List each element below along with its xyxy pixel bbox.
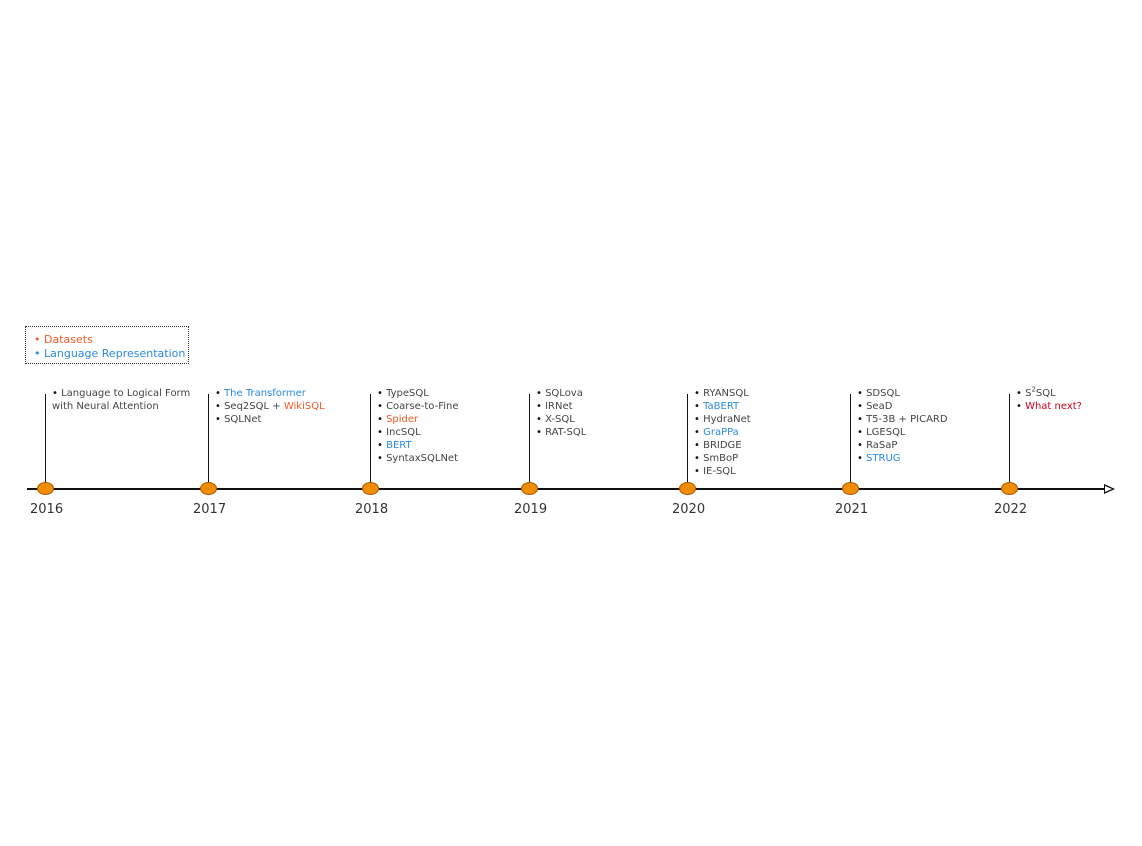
legend-label: Datasets — [44, 333, 93, 346]
item-text: IncSQL — [386, 427, 421, 438]
year-items: The TransformerSeq2SQL + WikiSQLSQLNet — [215, 387, 325, 426]
year-stem — [45, 394, 46, 489]
timeline-item: SQLova — [536, 387, 586, 400]
year-marker — [842, 482, 859, 495]
timeline-item: SeaD — [857, 400, 948, 413]
timeline-item: Seq2SQL + WikiSQL — [215, 400, 325, 413]
timeline-item: with Neural Attention — [52, 400, 190, 413]
item-text: The Transformer — [224, 388, 306, 399]
item-text: HydraNet — [703, 414, 751, 425]
timeline-item: IRNet — [536, 400, 586, 413]
timeline-item: TypeSQL — [377, 387, 459, 400]
year-stem — [208, 394, 209, 489]
year-items: TypeSQL Coarse-to-FineSpiderIncSQL BERT Syn… — [377, 387, 459, 465]
year-marker — [37, 482, 54, 495]
item-text: TaBERT — [703, 401, 740, 412]
timeline-item: GraPPa — [694, 426, 751, 439]
item-text: T5-3B + PICARD — [866, 414, 948, 425]
timeline-item: BERT — [377, 439, 459, 452]
legend: • Datasets • Language Representation — [25, 326, 189, 364]
year-items: S2SQLWhat next? — [1016, 385, 1082, 413]
year-items: SQLovaIRNetX-SQL RAT-SQL — [536, 387, 586, 439]
item-text: LGESQL — [866, 427, 906, 438]
item-superscript: 2 — [1031, 385, 1036, 394]
item-text: SeaD — [866, 401, 893, 412]
item-text: RAT-SQL — [545, 427, 587, 438]
legend-label: Language Representation — [44, 347, 186, 360]
timeline-item: SyntaxSQLNet — [377, 452, 459, 465]
item-text: What next? — [1025, 401, 1082, 412]
item-text: Seq2SQL + — [224, 401, 284, 412]
item-text: BRIDGE — [703, 440, 742, 451]
timeline-item: RAT-SQL — [536, 426, 586, 439]
timeline-item: HydraNet — [694, 413, 751, 426]
year-label: 2021 — [835, 502, 869, 517]
item-text: BERT — [386, 440, 412, 451]
item-text: SyntaxSQLNet — [386, 453, 458, 464]
item-text: STRUG — [866, 453, 901, 464]
timeline-item: STRUG — [857, 452, 948, 465]
year-stem — [370, 394, 371, 489]
timeline-item: SmBoP — [694, 452, 751, 465]
timeline-item: What next? — [1016, 400, 1082, 413]
timeline-item: IncSQL — [377, 426, 459, 439]
item-text: TypeSQL — [386, 388, 429, 399]
year-stem — [687, 394, 688, 489]
year-items: SDSQL SeaD T5-3B + PICARD LGESQL RaSaP STRUG — [857, 387, 948, 465]
item-text: X-SQL — [545, 414, 575, 425]
timeline-axis — [27, 488, 1107, 490]
year-marker — [200, 482, 217, 495]
timeline-item: RaSaP — [857, 439, 948, 452]
timeline-item: Coarse-to-Fine — [377, 400, 459, 413]
year-marker — [521, 482, 538, 495]
item-text: SDSQL — [866, 388, 900, 399]
timeline-item: TaBERT — [694, 400, 751, 413]
timeline-item: BRIDGE — [694, 439, 751, 452]
year-items: RYANSQL TaBERT HydraNetGraPPaBRIDGE SmBoP IE… — [694, 387, 751, 478]
timeline-item: The Transformer — [215, 387, 325, 400]
item-text: GraPPa — [703, 427, 739, 438]
item-dataset: WikiSQL — [283, 401, 325, 412]
timeline-item: Spider — [377, 413, 459, 426]
timeline-item: SQLNet — [215, 413, 325, 426]
item-text: RYANSQL — [703, 388, 749, 399]
item-text: with Neural Attention — [52, 401, 159, 412]
item-text: S — [1025, 388, 1032, 399]
year-label: 2020 — [672, 502, 706, 517]
year-label: 2022 — [994, 502, 1028, 517]
arrow-head-icon — [1104, 484, 1115, 494]
legend-language-representation: • Language Representation — [34, 347, 186, 360]
item-text: SQLova — [545, 388, 583, 399]
item-text: IE-SQL — [703, 466, 736, 477]
item-text: RaSaP — [866, 440, 898, 451]
year-marker — [1001, 482, 1018, 495]
item-text: Spider — [386, 414, 419, 425]
item-text: SmBoP — [703, 453, 739, 464]
year-marker — [362, 482, 379, 495]
year-label: 2019 — [514, 502, 548, 517]
item-text: Language to Logical Form — [61, 388, 191, 399]
year-marker — [679, 482, 696, 495]
year-stem — [529, 394, 530, 489]
year-label: 2018 — [355, 502, 389, 517]
timeline-item: LGESQL — [857, 426, 948, 439]
timeline-item: T5-3B + PICARD — [857, 413, 948, 426]
timeline-item: IE-SQL — [694, 465, 751, 478]
timeline-item: Language to Logical Form — [52, 387, 190, 400]
timeline-item: S2SQL — [1016, 385, 1082, 400]
year-stem — [850, 394, 851, 489]
item-text: SQL — [1035, 388, 1056, 399]
year-label: 2016 — [30, 502, 64, 517]
year-label: 2017 — [193, 502, 227, 517]
item-text: Coarse-to-Fine — [386, 401, 459, 412]
item-text: SQLNet — [224, 414, 262, 425]
timeline-item: RYANSQL — [694, 387, 751, 400]
year-items: Language to Logical Form with Neural Atte… — [52, 387, 190, 413]
legend-datasets: • Datasets — [34, 333, 93, 346]
timeline-item: SDSQL — [857, 387, 948, 400]
item-text: IRNet — [545, 401, 573, 412]
year-stem — [1009, 394, 1010, 489]
timeline-item: X-SQL — [536, 413, 586, 426]
